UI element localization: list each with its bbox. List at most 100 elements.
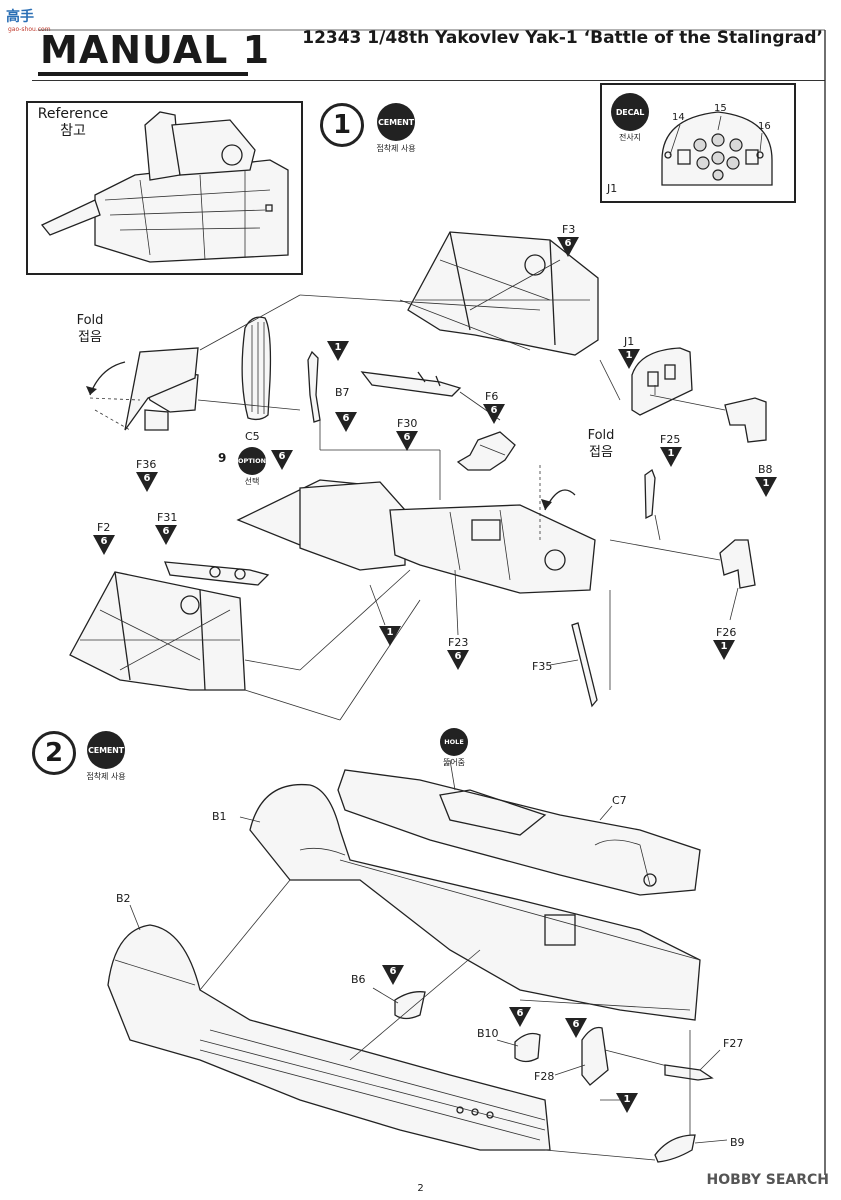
part-label-f27: F27 xyxy=(723,1037,744,1050)
b6-part-drawing xyxy=(394,991,426,1020)
cockpit-floor-drawing xyxy=(236,465,596,594)
hole-badge: HOLE xyxy=(440,728,468,756)
reference-label-en: Reference xyxy=(37,106,109,122)
decal-number-14: 14 xyxy=(672,112,685,123)
f3-frame-drawing xyxy=(399,231,599,356)
fold-label-1: Fold 접음 xyxy=(72,312,108,346)
option-left-number: 9 xyxy=(218,451,227,465)
f35-rod-drawing xyxy=(571,622,598,708)
manual-title: MANUAL 1 xyxy=(40,28,271,72)
decal-caption: 전사지 xyxy=(618,133,642,142)
part-label-f36: F36 xyxy=(136,458,157,471)
b10-part-drawing xyxy=(514,1032,541,1063)
tri-pointer-step2: 1 xyxy=(616,1093,638,1113)
hole-caption: 뚫어줌 xyxy=(442,758,466,767)
c5-backrest-drawing xyxy=(241,316,272,421)
step-1-cement-caption: 접착제 사용 xyxy=(376,144,416,153)
site-logo: 高手 xyxy=(6,9,34,25)
step-1-number: 1 xyxy=(320,103,364,147)
b7-rod-drawing xyxy=(307,350,321,423)
b9-part-drawing xyxy=(654,1134,696,1163)
f25-part-drawing xyxy=(644,468,656,520)
fold-label-1-en: Fold xyxy=(76,313,104,328)
tri-f2: 6 xyxy=(93,535,115,555)
tri-c5: 6 xyxy=(271,450,293,470)
tri-f31: 6 xyxy=(155,525,177,545)
decal-box xyxy=(600,83,796,203)
decal-badge: DECAL xyxy=(611,93,649,131)
title-underline xyxy=(38,72,248,76)
part-label-f26: F26 xyxy=(716,626,737,639)
part-label-f2: F2 xyxy=(97,521,111,534)
option-badge: OPTION xyxy=(238,447,266,475)
part-label-b8: B8 xyxy=(758,463,773,476)
part-label-f3: F3 xyxy=(562,223,576,236)
b8-part-drawing xyxy=(724,397,767,443)
step-1-cement-badge: CEMENT xyxy=(377,103,415,141)
part-label-b1: B1 xyxy=(212,810,227,823)
f2-frame-drawing xyxy=(69,571,246,691)
tri-b7-bottom: 6 xyxy=(335,412,357,432)
part-label-c5: C5 xyxy=(245,430,260,443)
step-2-number: 2 xyxy=(32,731,76,775)
page-number: 2 xyxy=(417,1183,424,1194)
j1-panel-drawing xyxy=(631,347,726,416)
part-label-f28: F28 xyxy=(534,1070,555,1083)
decal-number-15: 15 xyxy=(714,103,727,114)
reference-label: Reference 참고 xyxy=(35,106,111,140)
tri-f23: 6 xyxy=(447,650,469,670)
leader-lines-step1 xyxy=(197,294,739,721)
part-label-f30: F30 xyxy=(397,417,418,430)
leader-lines-step2 xyxy=(129,759,728,1161)
tri-f36: 6 xyxy=(136,472,158,492)
c7-cowling-drawing xyxy=(337,769,701,896)
hobby-search-watermark: HOBBY SEARCH xyxy=(706,1172,829,1188)
part-label-b10: B10 xyxy=(477,1027,499,1040)
part-label-b2: B2 xyxy=(116,892,131,905)
part-label-b9: B9 xyxy=(730,1136,745,1149)
f26-part-drawing xyxy=(719,539,756,589)
part-label-b7: B7 xyxy=(335,386,350,399)
decal-instrument-panel xyxy=(661,111,773,186)
tri-f28: 6 xyxy=(565,1018,587,1038)
reference-label-ko: 참고 xyxy=(60,123,86,139)
step-2-cement-badge: CEMENT xyxy=(87,731,125,769)
part-label-f23: F23 xyxy=(448,636,469,649)
decal-number-16: 16 xyxy=(758,121,771,132)
part-label-f6: F6 xyxy=(485,390,499,403)
seat-drawing xyxy=(86,347,199,431)
part-label-f35: F35 xyxy=(532,660,553,673)
part-label-f31: F31 xyxy=(157,511,178,524)
f27-part-drawing xyxy=(664,1064,714,1081)
reference-box xyxy=(26,101,303,275)
f6-part-drawing xyxy=(456,431,516,471)
part-label-f25: F25 xyxy=(660,433,681,446)
f30-part-drawing xyxy=(360,371,462,397)
kit-title: 12343 1/48th Yakovlev Yak-1 ‘Battle of t… xyxy=(302,28,823,48)
option-caption: 선택 xyxy=(244,477,260,486)
tri-b7-top: 1 xyxy=(327,341,349,361)
tri-j1: 1 xyxy=(618,349,640,369)
site-logo-url: gao-shou.com xyxy=(8,26,51,33)
part-label-j1: J1 xyxy=(624,335,635,348)
b2-fuselage-half-drawing xyxy=(107,924,551,1151)
tri-b6: 6 xyxy=(382,965,404,985)
header-divider xyxy=(32,80,825,81)
decal-sheet-label: J1 xyxy=(607,182,618,195)
tri-f26: 1 xyxy=(713,640,735,660)
fold-label-2: Fold 접음 xyxy=(583,427,619,461)
fold-label-2-en: Fold xyxy=(587,428,615,443)
tri-b10: 6 xyxy=(509,1007,531,1027)
tri-f30: 6 xyxy=(396,431,418,451)
step-2-cement-caption: 접착제 사용 xyxy=(86,772,126,781)
fold-label-2-ko: 접음 xyxy=(589,445,613,460)
part-label-c7: C7 xyxy=(612,794,627,807)
fold-label-1-ko: 접음 xyxy=(78,330,102,345)
f31-part-drawing xyxy=(164,561,270,586)
part-label-b6: B6 xyxy=(351,973,366,986)
b1-fuselage-half-drawing xyxy=(249,783,701,1021)
f28-part-drawing xyxy=(581,1026,676,1086)
tri-b8: 1 xyxy=(755,477,777,497)
